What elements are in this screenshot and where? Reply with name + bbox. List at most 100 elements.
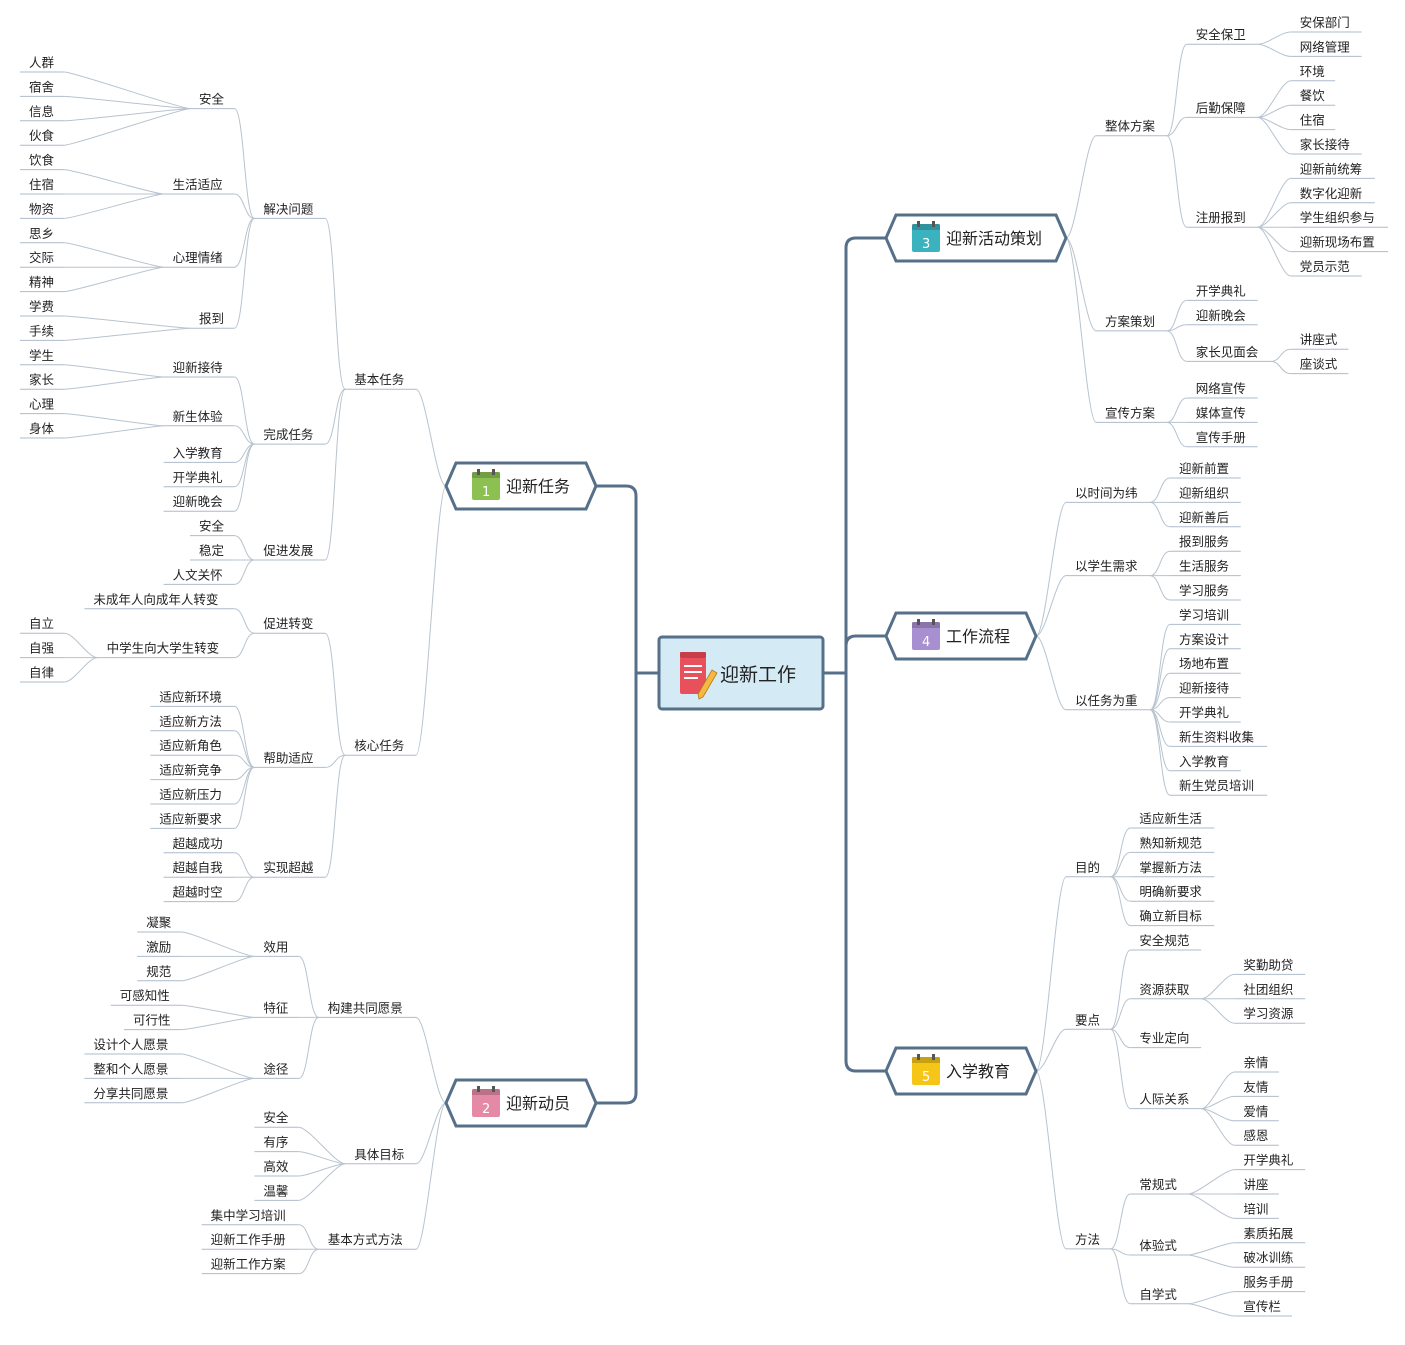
topic-label[interactable]: 入学教育 (1179, 754, 1229, 769)
topic-label[interactable]: 开学典礼 (1243, 1153, 1293, 1168)
topic-label[interactable]: 座谈式 (1300, 357, 1338, 372)
topic-label[interactable]: 确立新目标 (1139, 909, 1202, 924)
topic-label[interactable]: 集中学习培训 (211, 1208, 286, 1223)
topic-label[interactable]: 安全规范 (1139, 933, 1189, 948)
topic-label[interactable]: 促进发展 (263, 543, 313, 558)
topic-label[interactable]: 身体 (29, 421, 55, 436)
topic-label[interactable]: 报到 (199, 311, 224, 326)
topic-label[interactable]: 迎新现场布置 (1300, 235, 1375, 250)
topic-label[interactable]: 宣传方案 (1105, 405, 1156, 420)
topic-label[interactable]: 迎新工作手册 (211, 1232, 286, 1247)
topic-label[interactable]: 网络宣传 (1196, 381, 1246, 396)
topic-label[interactable]: 稳定 (199, 543, 224, 558)
topic-label[interactable]: 社团组织 (1243, 982, 1293, 997)
topic-label[interactable]: 设计个人愿景 (93, 1037, 168, 1052)
topic-label[interactable]: 物资 (29, 201, 54, 216)
topic-label[interactable]: 适应新角色 (159, 738, 222, 753)
topic-label[interactable]: 方案策划 (1105, 314, 1155, 329)
topic-label[interactable]: 目的 (1075, 860, 1100, 875)
topic-label[interactable]: 学费 (29, 299, 54, 314)
topic-label[interactable]: 适应新压力 (159, 787, 222, 802)
topic-label[interactable]: 分享共同愿景 (93, 1086, 168, 1101)
topic-label[interactable]: 心理 (29, 397, 55, 412)
topic-label[interactable]: 迎新组织 (1179, 485, 1229, 500)
topic-label[interactable]: 实现超越 (263, 860, 314, 875)
topic-label[interactable]: 整体方案 (1105, 119, 1156, 134)
topic-label[interactable]: 温馨 (263, 1183, 289, 1198)
topic-label[interactable]: 环境 (1300, 64, 1325, 79)
topic-label[interactable]: 方案设计 (1179, 632, 1229, 647)
topic-label[interactable]: 家长接待 (1300, 137, 1351, 152)
topic-label[interactable]: 资源获取 (1139, 982, 1190, 997)
topic-label[interactable]: 开学典礼 (1179, 705, 1229, 720)
topic-label[interactable]: 学习服务 (1179, 583, 1229, 598)
topic-label[interactable]: 迎新晚会 (173, 494, 224, 509)
topic-label[interactable]: 掌握新方法 (1139, 860, 1202, 875)
topic-label[interactable]: 信息 (29, 104, 54, 119)
topic-label[interactable]: 迎新善后 (1179, 510, 1229, 525)
topic-label[interactable]: 自立 (29, 616, 54, 631)
topic-label[interactable]: 伙食 (29, 128, 55, 143)
topic-label[interactable]: 入学教育 (173, 445, 223, 460)
topic-label[interactable]: 中学生向大学生转变 (107, 641, 220, 656)
topic-label[interactable]: 迎新前置 (1179, 461, 1229, 476)
topic-label[interactable]: 培训 (1243, 1201, 1268, 1216)
topic-label[interactable]: 安保部门 (1300, 15, 1350, 30)
topic-label[interactable]: 常规式 (1139, 1177, 1177, 1192)
topic-label[interactable]: 手续 (29, 323, 54, 338)
topic-label[interactable]: 人际关系 (1139, 1092, 1189, 1107)
topic-label[interactable]: 精神 (29, 275, 54, 290)
topic-label[interactable]: 适应新方法 (159, 714, 222, 729)
topic-label[interactable]: 生活服务 (1179, 559, 1229, 574)
topic-label[interactable]: 学生 (29, 348, 54, 363)
topic-label[interactable]: 迎新接待 (1179, 681, 1230, 696)
topic-label[interactable]: 爱情 (1243, 1104, 1268, 1119)
topic-label[interactable]: 以时间为纬 (1075, 485, 1138, 500)
topic-label[interactable]: 安全保卫 (1196, 27, 1246, 42)
topic-label[interactable]: 破冰训练 (1243, 1250, 1294, 1265)
topic-label[interactable]: 超越自我 (173, 860, 224, 875)
topic-label[interactable]: 具体目标 (354, 1147, 404, 1162)
topic-label[interactable]: 安全 (199, 92, 225, 107)
topic-label[interactable]: 宣传栏 (1243, 1299, 1281, 1314)
topic-label[interactable]: 未成年人向成年人转变 (93, 592, 218, 607)
topic-label[interactable]: 超越时空 (173, 885, 223, 900)
topic-label[interactable]: 新生体验 (173, 409, 224, 424)
topic-label[interactable]: 凝聚 (146, 915, 172, 930)
topic-label[interactable]: 注册报到 (1196, 210, 1246, 225)
topic-label[interactable]: 饮食 (29, 153, 55, 168)
topic-label[interactable]: 讲座式 (1300, 332, 1338, 347)
topic-label[interactable]: 媒体宣传 (1196, 405, 1246, 420)
topic-label[interactable]: 有序 (263, 1135, 288, 1150)
topic-label[interactable]: 友情 (1243, 1079, 1268, 1094)
topic-label[interactable]: 学习资源 (1243, 1006, 1294, 1021)
topic-label[interactable]: 数字化迎新 (1300, 186, 1363, 201)
topic-label[interactable]: 可行性 (133, 1013, 171, 1028)
topic-label[interactable]: 家长见面会 (1196, 344, 1259, 359)
topic-label[interactable]: 开学典礼 (173, 470, 223, 485)
topic-label[interactable]: 讲座 (1243, 1177, 1268, 1192)
topic-label[interactable]: 心理情绪 (173, 250, 223, 265)
topic-label[interactable]: 适应新环境 (159, 689, 222, 704)
topic-label[interactable]: 体验式 (1139, 1238, 1177, 1253)
topic-label[interactable]: 迎新前统筹 (1300, 161, 1363, 176)
topic-label[interactable]: 基本任务 (354, 372, 404, 387)
topic-label[interactable]: 餐饮 (1300, 88, 1326, 103)
topic-label[interactable]: 专业定向 (1139, 1031, 1189, 1046)
topic-label[interactable]: 超越成功 (173, 836, 223, 851)
topic-label[interactable]: 适应新要求 (159, 811, 222, 826)
topic-label[interactable]: 场地布置 (1179, 656, 1229, 671)
topic-label[interactable]: 构建共同愿景 (328, 1000, 403, 1015)
topic-label[interactable]: 感恩 (1243, 1128, 1268, 1143)
topic-label[interactable]: 效用 (263, 939, 288, 954)
topic-label[interactable]: 后勤保障 (1196, 100, 1246, 115)
topic-label[interactable]: 党员示范 (1300, 259, 1350, 274)
topic-label[interactable]: 整和个人愿景 (93, 1061, 168, 1076)
topic-label[interactable]: 特征 (263, 1000, 289, 1015)
topic-label[interactable]: 自律 (29, 665, 54, 680)
topic-label[interactable]: 迎新接待 (173, 360, 224, 375)
topic-label[interactable]: 亲情 (1243, 1055, 1268, 1070)
topic-label[interactable]: 高效 (263, 1159, 289, 1174)
